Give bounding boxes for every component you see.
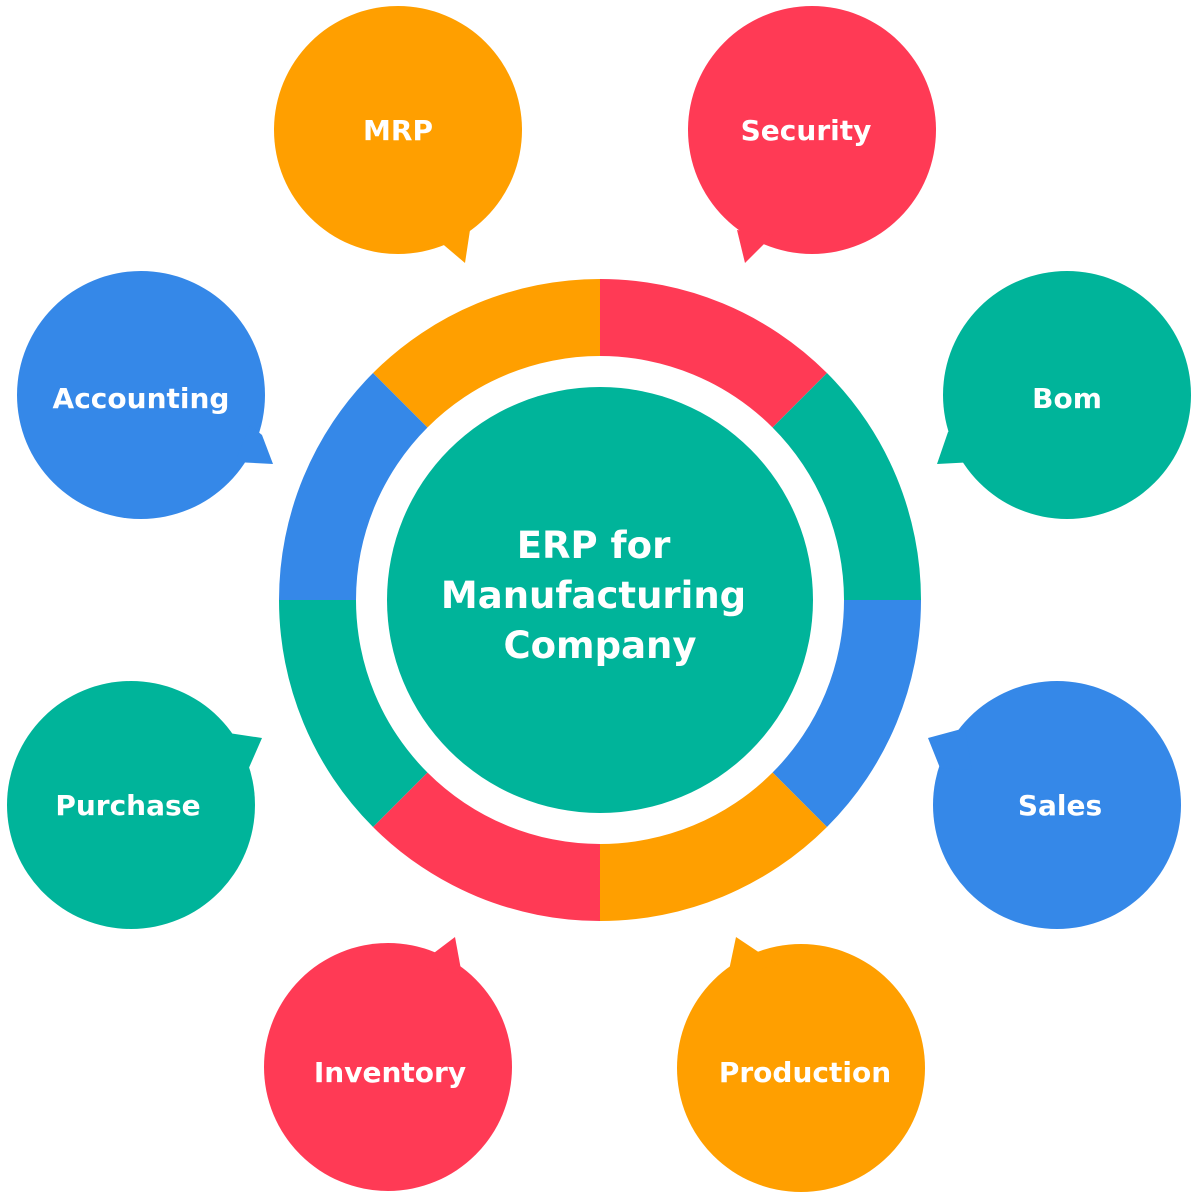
ring-segment xyxy=(279,600,428,827)
bubble-circle xyxy=(17,271,265,519)
ring-segment xyxy=(772,600,921,827)
bubble-label-mrp: MRP xyxy=(363,114,433,147)
ring-segment xyxy=(279,373,428,600)
ring-segment xyxy=(772,373,921,600)
bubble-tail xyxy=(418,937,462,975)
center-title-line: Company xyxy=(503,624,696,667)
center-title-line: ERP for xyxy=(517,524,671,567)
bubble-tail xyxy=(728,937,778,975)
bubble-label-purchase: Purchase xyxy=(55,789,200,822)
bubble-inventory: Inventory xyxy=(264,937,512,1191)
bubble-label-production: Production xyxy=(719,1056,891,1089)
bubble-label-inventory: Inventory xyxy=(314,1056,466,1089)
ring-segment xyxy=(373,772,600,921)
ring-segment xyxy=(600,772,827,921)
ring-segment xyxy=(600,279,827,428)
bubble-mrp: MRP xyxy=(274,6,522,263)
bubble-bom: Bom xyxy=(937,271,1191,519)
center-circle xyxy=(387,387,813,813)
ring-segment xyxy=(373,279,600,428)
bubble-label-sales: Sales xyxy=(1018,789,1102,822)
bubble-sales: Sales xyxy=(928,681,1181,929)
bubble-production: Production xyxy=(677,937,925,1192)
bubble-circle xyxy=(943,271,1191,519)
center-title: ERP for Manufacturing Company xyxy=(441,524,759,667)
bubble-circle xyxy=(7,681,255,929)
center-title-line: Manufacturing xyxy=(441,574,746,617)
bubble-tail xyxy=(432,230,470,263)
bubble-tail xyxy=(737,230,773,263)
bubble-tail xyxy=(235,425,273,464)
bubble-label-bom: Bom xyxy=(1032,382,1102,415)
bubble-label-accounting: Accounting xyxy=(53,382,230,415)
bubble-purchase: Purchase xyxy=(7,681,262,929)
bubble-circle xyxy=(677,944,925,1192)
bubble-circle xyxy=(688,6,936,254)
ring xyxy=(279,279,921,921)
bubble-security: Security xyxy=(688,6,936,263)
bubble-tail xyxy=(928,728,972,770)
bubble-tail xyxy=(215,732,262,772)
bubble-tail xyxy=(937,420,975,464)
bubble-label-security: Security xyxy=(741,114,872,147)
bubble-accounting: Accounting xyxy=(17,271,273,519)
bubble-circle xyxy=(274,6,522,254)
bubble-circle xyxy=(933,681,1181,929)
bubble-circle xyxy=(264,943,512,1191)
